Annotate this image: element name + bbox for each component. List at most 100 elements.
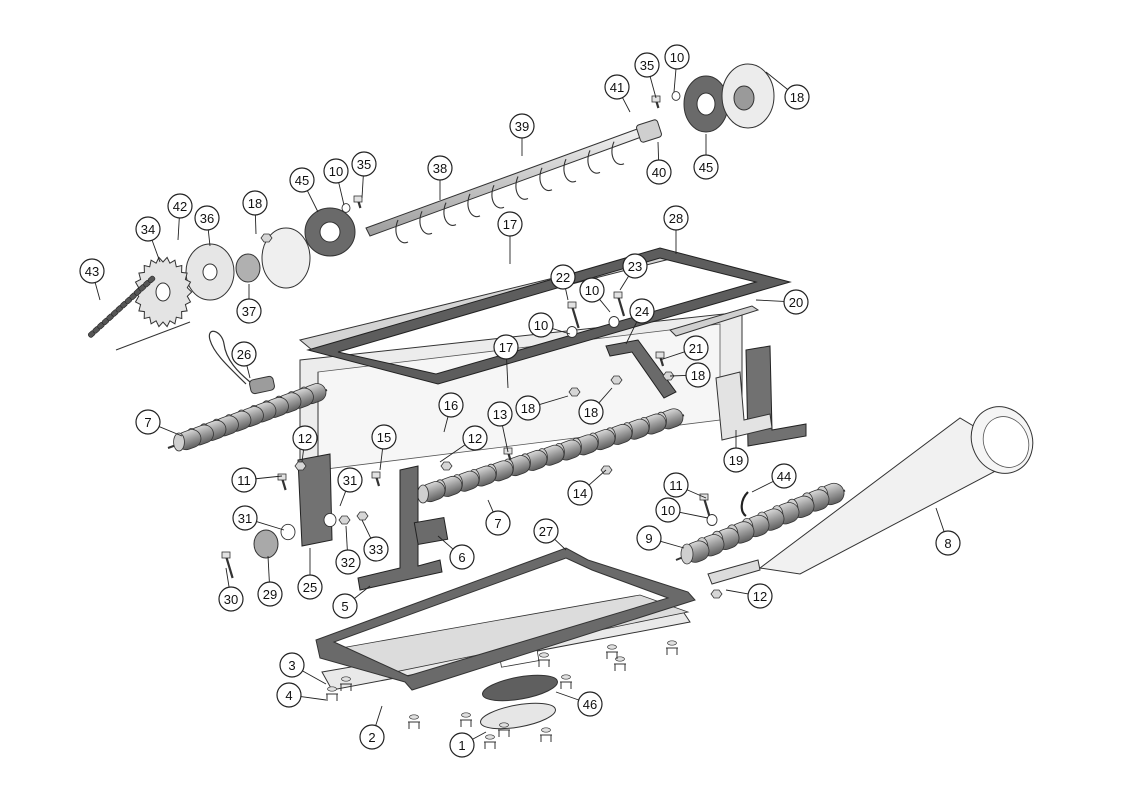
agitator-finger — [539, 167, 553, 192]
callout-label: 40 — [652, 165, 666, 180]
bearing-right — [733, 85, 755, 111]
callout-circle — [663, 205, 689, 231]
callout-label: 18 — [790, 90, 804, 105]
retaining-clip — [460, 719, 472, 727]
callout-circle — [577, 691, 603, 717]
bracket-25 — [297, 453, 333, 547]
callout-circle — [783, 289, 809, 315]
retaining-clip — [340, 683, 352, 691]
callout-20: 20 — [783, 289, 809, 315]
sprocket-34 — [133, 256, 193, 328]
hex-nut — [294, 461, 307, 471]
agitator-finger — [611, 141, 625, 166]
leader-line — [686, 489, 707, 499]
callout-45: 45 — [289, 167, 315, 193]
hex-nut — [568, 387, 581, 397]
callout-label: 30 — [224, 592, 238, 607]
callout-7: 7 — [135, 409, 161, 435]
clip-washer — [607, 644, 617, 650]
callout-13: 13 — [487, 401, 513, 427]
callout-1: 1 — [449, 732, 475, 758]
callout-9: 9 — [636, 525, 662, 551]
callout-label: 33 — [369, 542, 383, 557]
retaining-clip — [614, 663, 626, 671]
callout-label: 12 — [468, 431, 482, 446]
callout-21: 21 — [683, 335, 709, 361]
agitator-finger — [491, 184, 505, 209]
callout-circle — [685, 362, 711, 388]
callout-38: 38 — [427, 155, 453, 181]
hex-nut — [356, 511, 369, 521]
leader-line — [437, 535, 454, 550]
callout-circle — [231, 467, 257, 493]
clip-washer — [341, 676, 351, 682]
bolt-head — [221, 551, 231, 559]
clip-washer — [499, 722, 509, 728]
callout-circle — [528, 312, 554, 338]
bottom-gasket — [315, 547, 696, 691]
leader-line — [256, 521, 285, 531]
callout-circle — [167, 193, 193, 219]
bolt-head — [277, 473, 287, 481]
callout-35: 35 — [351, 151, 377, 177]
retaining-clip — [408, 721, 420, 729]
callout-circle — [323, 158, 349, 184]
agitator-fingers — [395, 141, 625, 244]
callout-35: 35 — [634, 52, 660, 78]
callout-label: 6 — [458, 550, 465, 565]
callout-label: 27 — [539, 524, 553, 539]
leader-line — [554, 538, 567, 551]
retaining-clip — [498, 729, 510, 737]
callout-circle — [634, 52, 660, 78]
agitator-finger — [515, 176, 529, 200]
callout-circle — [579, 277, 605, 303]
leader-line — [552, 328, 571, 335]
shaft-collar-40 — [636, 119, 662, 143]
hex-nut — [440, 461, 453, 471]
hardware-group — [221, 91, 723, 599]
callout-label: 7 — [144, 415, 151, 430]
leader-line — [598, 387, 613, 404]
callout-circle — [242, 190, 268, 216]
leader-line — [659, 351, 685, 361]
clip-washer — [667, 640, 677, 646]
callout-label: 35 — [357, 157, 371, 172]
hex-nut — [610, 375, 623, 385]
callout-16: 16 — [438, 392, 464, 418]
leader-line — [506, 358, 509, 389]
callout-label: 25 — [303, 580, 317, 595]
callout-7: 7 — [485, 510, 511, 536]
leader-line — [94, 282, 101, 301]
callout-circle — [135, 216, 161, 242]
callout-circle — [257, 581, 283, 607]
leader-lines — [94, 68, 945, 740]
leader-line — [301, 449, 304, 463]
callout-circle — [79, 258, 105, 284]
callout-circle — [664, 44, 690, 70]
callout-circle — [550, 264, 576, 290]
bolt-shank — [570, 305, 580, 329]
callout-37: 37 — [236, 298, 262, 324]
callout-circle — [351, 151, 377, 177]
washer — [671, 91, 681, 101]
leader-line — [660, 540, 685, 549]
roll-end — [173, 432, 185, 452]
callout-10: 10 — [528, 312, 554, 338]
flange-45-right-hole — [696, 92, 716, 116]
callout-44: 44 — [771, 463, 797, 489]
callout-label: 31 — [343, 473, 357, 488]
leader-line — [679, 511, 709, 519]
callout-label: 22 — [556, 270, 570, 285]
callout-circle — [509, 113, 535, 139]
leader-line — [487, 499, 494, 513]
side-plate-20 — [669, 305, 760, 337]
leader-line — [472, 731, 487, 740]
callout-label: 5 — [341, 599, 348, 614]
callout-circle — [515, 395, 541, 421]
callout-10: 10 — [579, 277, 605, 303]
callout-label: 4 — [285, 688, 292, 703]
callout-circle — [371, 424, 397, 450]
callout-14: 14 — [567, 480, 593, 506]
agitator-finger — [587, 150, 601, 174]
callout-label: 36 — [200, 211, 214, 226]
